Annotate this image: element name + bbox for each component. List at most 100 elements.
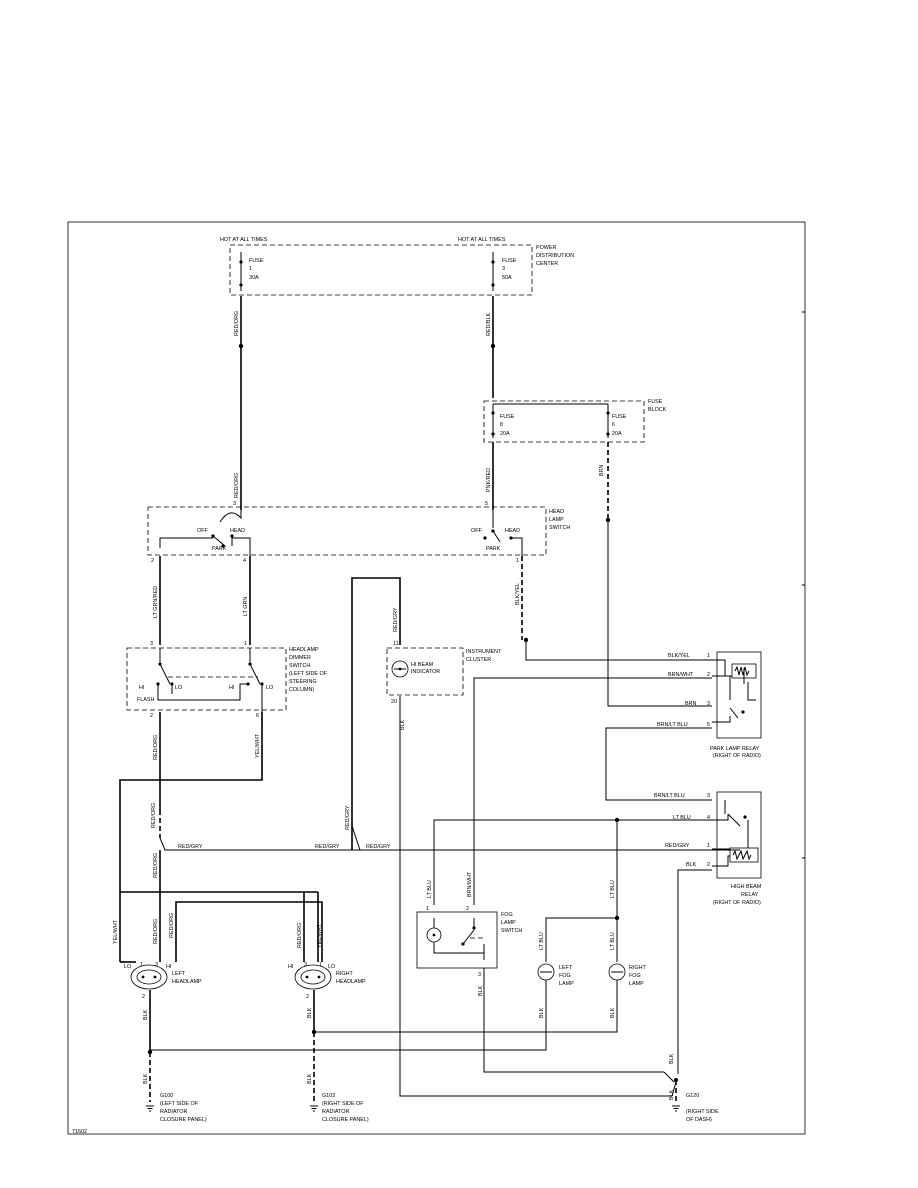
- svg-text:2: 2: [707, 862, 710, 868]
- svg-text:BLK: BLK: [143, 1009, 149, 1020]
- svg-text:1: 1: [707, 653, 710, 659]
- svg-text:FUSE: FUSE: [500, 414, 515, 420]
- right-headlamp: HI LO 3 1 2 RIGHT HEADLAMP: [288, 962, 366, 1000]
- svg-text:HI: HI: [166, 964, 171, 970]
- svg-text:HI: HI: [229, 685, 234, 691]
- svg-text:LAMP: LAMP: [629, 981, 644, 987]
- svg-text:POWER: POWER: [536, 245, 556, 251]
- svg-text:DISTRIBUTION: DISTRIBUTION: [536, 253, 574, 259]
- svg-text:HIGH BEAM: HIGH BEAM: [731, 884, 762, 890]
- svg-text:6: 6: [612, 422, 615, 428]
- svg-text:1: 1: [140, 962, 143, 968]
- svg-text:2: 2: [151, 558, 154, 564]
- svg-text:3: 3: [233, 501, 236, 507]
- svg-text:1: 1: [426, 906, 429, 912]
- svg-text:PNK/RED: PNK/RED: [486, 468, 492, 492]
- svg-text:BRN: BRN: [685, 701, 696, 707]
- svg-text:20A: 20A: [612, 431, 622, 437]
- svg-text:RELAY: RELAY: [741, 892, 759, 898]
- diagram-id: 71602: [72, 1129, 87, 1135]
- svg-text:BLK: BLK: [669, 1053, 675, 1064]
- svg-text:1: 1: [516, 558, 519, 564]
- svg-text:LO: LO: [175, 685, 182, 691]
- svg-text:LT BLU: LT BLU: [673, 815, 691, 821]
- svg-text:FOG: FOG: [559, 973, 571, 979]
- svg-text:3: 3: [150, 641, 153, 647]
- instrument-cluster: HI BEAM INDICATOR INSTRUMENT CLUSTER 11 …: [386, 641, 502, 705]
- svg-text:50A: 50A: [502, 275, 512, 281]
- svg-text:11: 11: [393, 641, 399, 647]
- svg-text:2: 2: [306, 994, 309, 1000]
- svg-text:SWITCH: SWITCH: [289, 663, 310, 669]
- svg-text:RED/GRY: RED/GRY: [315, 844, 340, 850]
- svg-text:RED/BLK: RED/BLK: [486, 313, 492, 336]
- svg-text:OFF: OFF: [197, 528, 208, 534]
- svg-text:(LEFT SIDE OF: (LEFT SIDE OF: [289, 671, 328, 677]
- svg-text:BLK: BLK: [539, 1007, 545, 1018]
- svg-text:HOT AT ALL TIMES: HOT AT ALL TIMES: [458, 237, 506, 243]
- svg-text:BLK: BLK: [307, 1007, 313, 1018]
- svg-text:DIMMER: DIMMER: [289, 655, 311, 661]
- svg-text:3: 3: [155, 962, 158, 968]
- svg-text:3: 3: [502, 266, 505, 272]
- svg-text:30A: 30A: [249, 275, 259, 281]
- svg-text:YEL/WHT: YEL/WHT: [255, 733, 261, 758]
- diagram-border: [67, 221, 806, 1135]
- park-lamp-relay: 1 2 3 5 BLK/YEL BRN/WHT BRN BRN/LT BLU P…: [657, 651, 762, 759]
- high-beam-relay: 3 4 1 2 BRN/LT BLU LT BLU RED/GRY BLK HI…: [654, 791, 762, 906]
- svg-text:RED/GRY: RED/GRY: [366, 844, 391, 850]
- svg-text:BLK/YEL: BLK/YEL: [515, 583, 521, 605]
- svg-text:5: 5: [485, 501, 488, 507]
- svg-text:(RIGHT SIDE: (RIGHT SIDE: [686, 1109, 719, 1115]
- svg-text:CENTER: CENTER: [536, 261, 558, 267]
- power-distribution-center: HOT AT ALL TIMES HOT AT ALL TIMES FUSE 1…: [220, 237, 574, 296]
- svg-text:LAMP: LAMP: [549, 517, 564, 523]
- svg-text:RED/ORG: RED/ORG: [234, 311, 240, 336]
- svg-text:INDICATOR: INDICATOR: [411, 669, 440, 675]
- svg-text:8: 8: [500, 422, 503, 428]
- svg-text:BRN/WHT: BRN/WHT: [668, 672, 694, 678]
- svg-text:(RIGHT OF RADIO): (RIGHT OF RADIO): [713, 753, 761, 759]
- svg-text:RED/ORG: RED/ORG: [151, 803, 157, 828]
- svg-text:HEAD: HEAD: [230, 528, 245, 534]
- svg-text:FOG: FOG: [629, 973, 641, 979]
- svg-text:HEADLAMP: HEADLAMP: [336, 979, 366, 985]
- svg-text:RED/ORG: RED/ORG: [153, 853, 159, 878]
- svg-text:6: 6: [256, 713, 259, 719]
- svg-text:HEAD: HEAD: [505, 528, 520, 534]
- svg-text:LEFT: LEFT: [559, 965, 573, 971]
- svg-text:BLK: BLK: [307, 1073, 313, 1084]
- svg-text:20A: 20A: [500, 431, 510, 437]
- fog-lamp-switch: 1 2 3 FOG LAMP SWITCH: [416, 906, 522, 978]
- svg-text:HOT AT ALL TIMES: HOT AT ALL TIMES: [220, 237, 268, 243]
- svg-text:HI: HI: [139, 685, 144, 691]
- svg-text:RED/GRY: RED/GRY: [665, 843, 690, 849]
- svg-text:2: 2: [142, 994, 145, 1000]
- svg-text:CLOSURE PANEL): CLOSURE PANEL): [160, 1117, 207, 1123]
- ground-g100: G100 (LEFT SIDE OF RADIATOR CLOSURE PANE…: [146, 1093, 207, 1123]
- svg-text:RED/ORG: RED/ORG: [169, 913, 175, 938]
- svg-text:(LEFT SIDE OF: (LEFT SIDE OF: [160, 1101, 199, 1107]
- svg-text:HI BEAM: HI BEAM: [411, 662, 434, 668]
- svg-text:LT GRN/RED: LT GRN/RED: [153, 586, 159, 618]
- left-headlamp: LO HI 1 3 2 LEFT HEADLAMP: [124, 962, 202, 1000]
- svg-text:RIGHT: RIGHT: [336, 971, 353, 977]
- svg-text:SWITCH: SWITCH: [501, 928, 522, 934]
- svg-text:PARK LAMP RELAY: PARK LAMP RELAY: [710, 746, 760, 752]
- svg-text:3: 3: [478, 972, 481, 978]
- svg-text:FLASH: FLASH: [137, 697, 154, 703]
- svg-text:LT BLU: LT BLU: [610, 880, 616, 898]
- svg-text:LO: LO: [328, 964, 335, 970]
- svg-text:FOG: FOG: [501, 912, 513, 918]
- svg-text:BLOCK: BLOCK: [648, 407, 667, 413]
- svg-text:(RIGHT OF RADIO): (RIGHT OF RADIO): [713, 900, 761, 906]
- svg-text:RED/GRY: RED/GRY: [393, 607, 399, 632]
- svg-text:FUSE: FUSE: [648, 399, 663, 405]
- svg-text:OFF: OFF: [471, 528, 482, 534]
- svg-text:BLK: BLK: [143, 1073, 149, 1084]
- svg-text:2: 2: [150, 713, 153, 719]
- svg-text:1: 1: [244, 641, 247, 647]
- svg-text:PARK: PARK: [212, 546, 227, 552]
- svg-text:G120: G120: [686, 1093, 699, 1099]
